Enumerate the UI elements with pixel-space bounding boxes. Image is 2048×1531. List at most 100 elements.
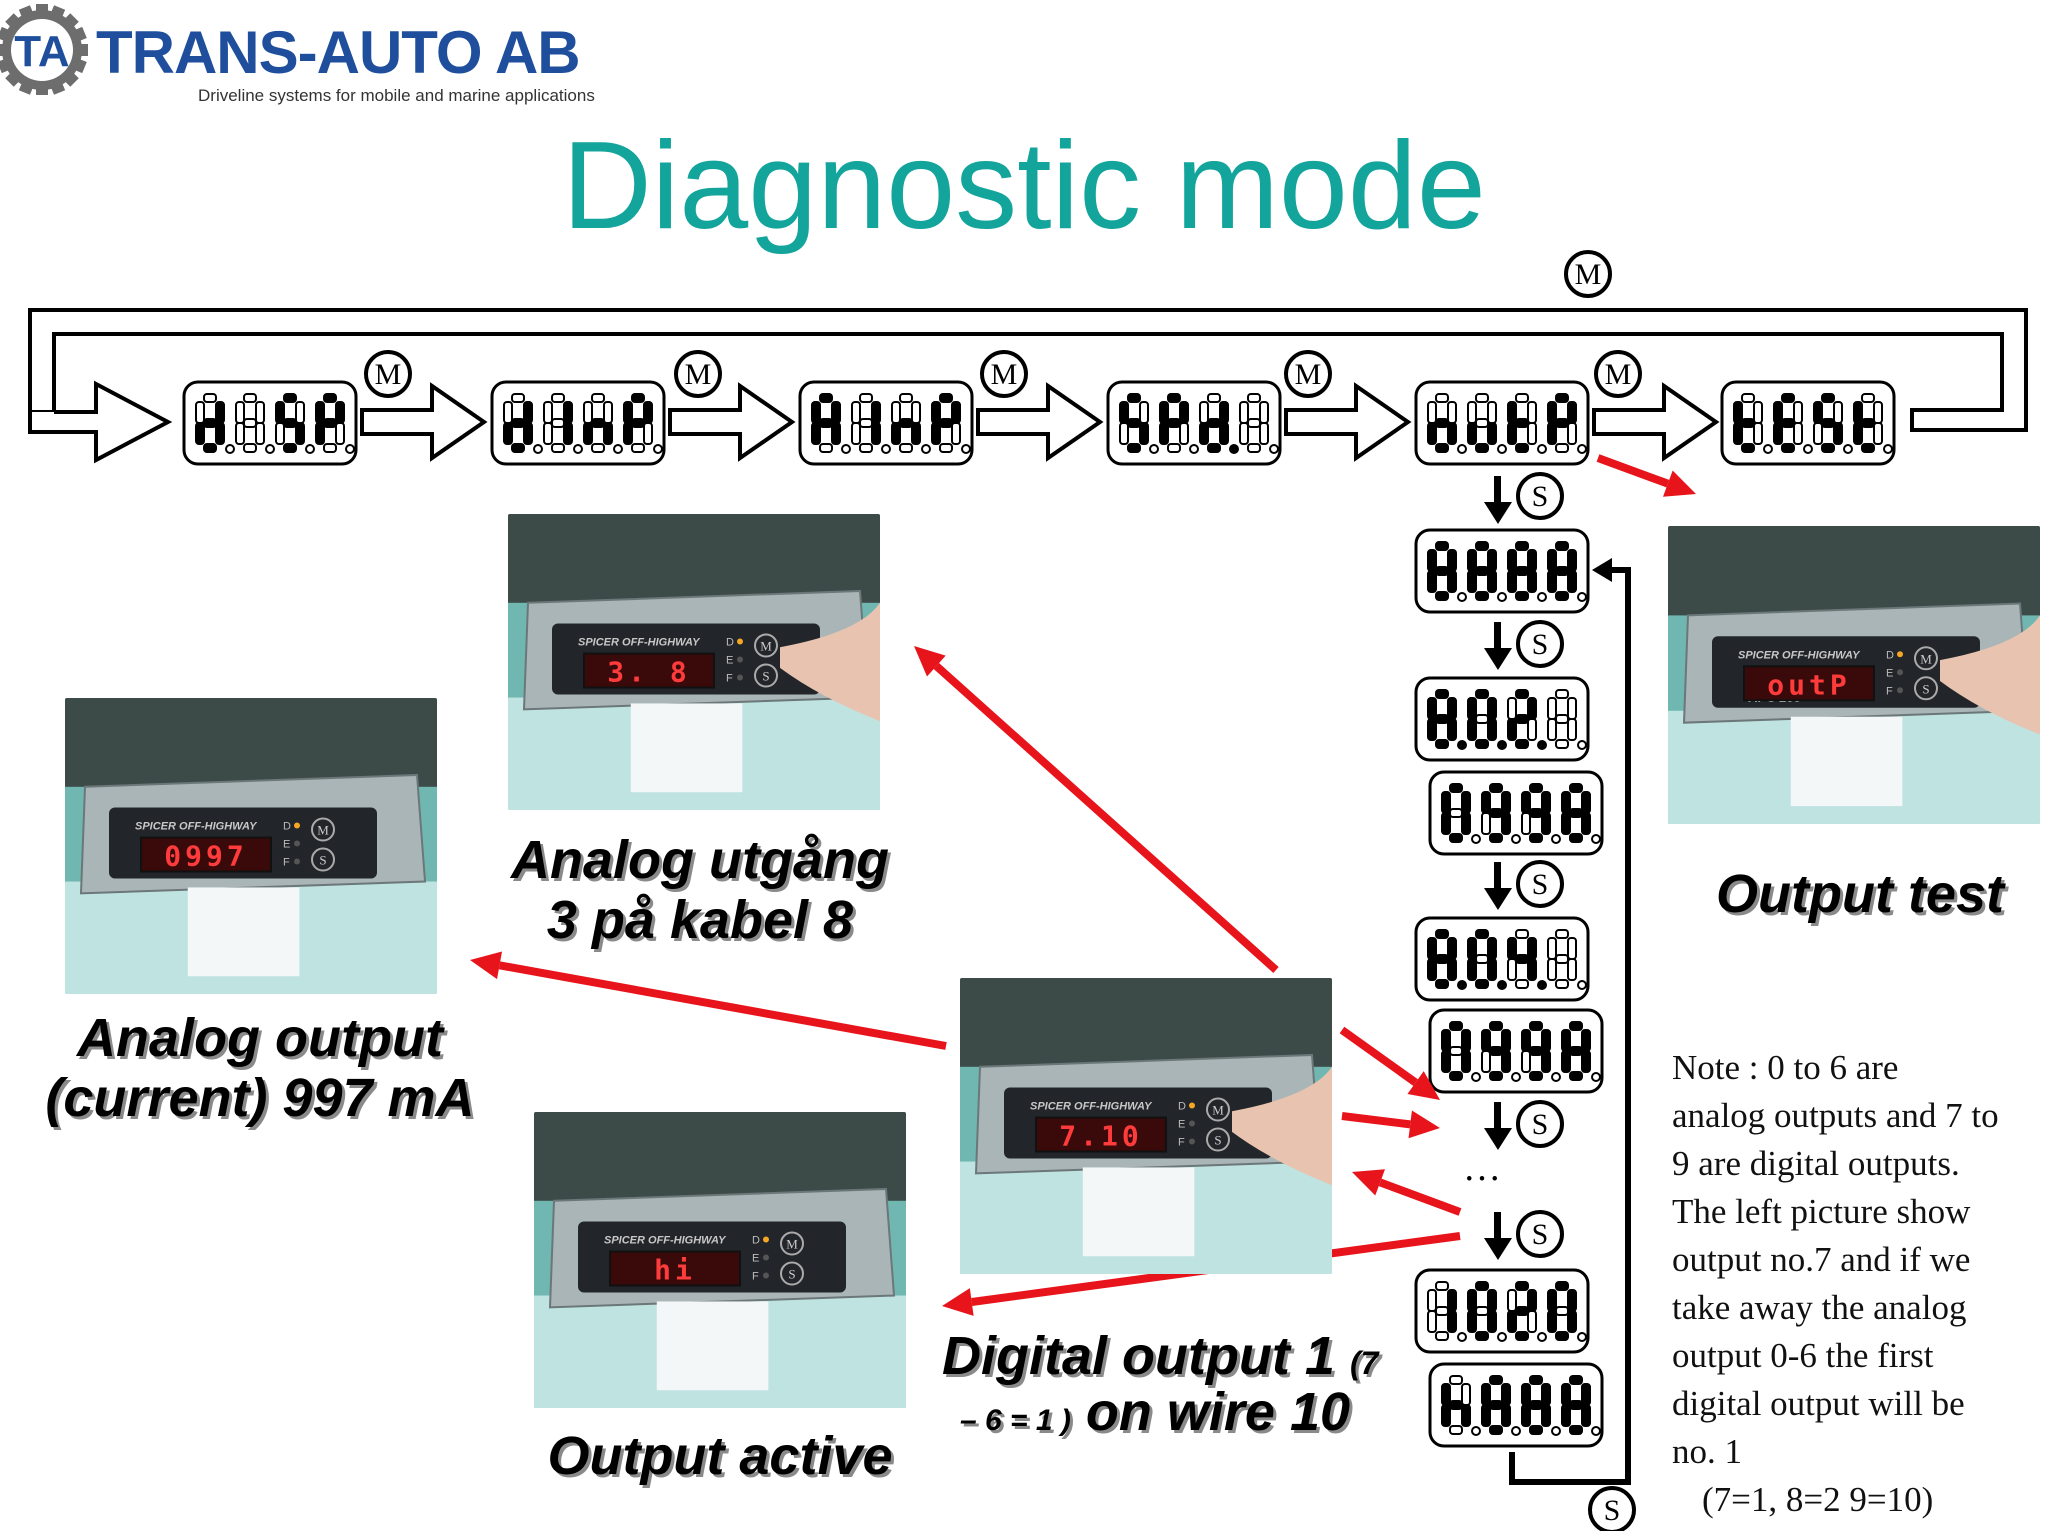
down-arrow [1484, 476, 1512, 524]
red-arrow [914, 646, 1279, 973]
finger [780, 602, 880, 722]
device-select-button: S [754, 663, 778, 688]
device-brand-label: SPICER OFF-HIGHWAY [604, 1235, 727, 1247]
svg-text:F: F [283, 857, 290, 869]
top-row-displays [182, 380, 1896, 466]
svg-text:D: D [1886, 649, 1894, 661]
mode-button-label: M [364, 350, 412, 398]
down-arrow [1484, 1102, 1512, 1150]
svg-text:M: M [1575, 258, 1602, 291]
flow-arrow [976, 382, 1104, 462]
note-line: output 0-6 the first [1672, 1336, 1934, 1375]
caption-line: Analog output [77, 1008, 443, 1068]
svg-text:S: S [788, 1267, 795, 1282]
svg-text:F: F [1886, 685, 1893, 697]
brand-tagline: Driveline systems for mobile and marine … [198, 86, 595, 105]
red-arrow [1339, 1026, 1440, 1100]
col-display-0 [1414, 528, 1590, 614]
red-arrow [470, 951, 947, 1050]
device-display-value: 3. 8 [607, 656, 690, 689]
note-line: output no.7 and if we [1672, 1240, 1971, 1279]
note-line: 9 are digital outputs. [1672, 1144, 1960, 1183]
caption-line: Digital output 1 [942, 1326, 1335, 1386]
svg-text:E: E [752, 1253, 759, 1265]
loop-entry-arrow [28, 380, 173, 464]
svg-text:S: S [1532, 480, 1549, 513]
caption-line: on wire 10 [1085, 1382, 1351, 1443]
photo-analog-output: SPICER OFF-HIGHWAYAPC 2000997DEFMS [65, 698, 437, 994]
svg-text:M: M [1212, 1103, 1224, 1118]
display-2 [798, 380, 974, 466]
apc-device: SPICER OFF-HIGHWAYAPC 200outPDEFMS [1668, 526, 2040, 824]
svg-text:M: M [685, 358, 712, 391]
caption-digital-output: Digital output 1 (7 – 6 = 1 ) on wire 10 [920, 1326, 1420, 1443]
mode-button-label: M [674, 350, 722, 398]
page-title: Diagnostic mode [562, 117, 1486, 255]
caption-output-active: Output active [547, 1426, 893, 1486]
col-display-4 [1428, 1008, 1604, 1094]
device-mode-button: M [780, 1231, 804, 1256]
note-line: no. 1 [1672, 1432, 1742, 1471]
device-brand-label: SPICER OFF-HIGHWAY [1738, 649, 1861, 661]
svg-text:E: E [1178, 1119, 1185, 1131]
select-button-label: S [1516, 472, 1564, 520]
display-3 [1106, 380, 1282, 466]
apc-device: SPICER OFF-HIGHWAYAPC 2000997DEFMS [65, 698, 437, 994]
device-select-button: S [311, 847, 335, 872]
svg-text:S: S [1532, 868, 1549, 901]
svg-text:S: S [1214, 1133, 1221, 1148]
gear-logo-icon: TA [0, 4, 88, 95]
note-line: take away the analog [1672, 1288, 1967, 1327]
down-arrow [1484, 622, 1512, 670]
svg-text:M: M [317, 823, 329, 838]
caption-output-test: Output test [1716, 864, 2004, 924]
mode-button-label: M [980, 350, 1028, 398]
photo-output-active: SPICER OFF-HIGHWAYAPC 200hiDEFMS [534, 1112, 906, 1408]
svg-text:D: D [752, 1235, 760, 1247]
svg-text:M: M [375, 358, 402, 391]
device-select-button: S [780, 1261, 804, 1286]
svg-text:M: M [991, 358, 1018, 391]
svg-text:F: F [752, 1271, 759, 1283]
output-column-displays [1414, 528, 1604, 1448]
display-4 [1414, 380, 1590, 466]
select-button-label: S [1516, 1210, 1564, 1258]
note-text: Note : 0 to 6 are analog outputs and 7 t… [1672, 1044, 2048, 1524]
caption-analog-utgang: Analog utgång 3 på kabel 8 [470, 830, 930, 951]
flow-arrow [1592, 382, 1720, 462]
device-mode-button: M [754, 633, 778, 658]
note-line: digital output will be [1672, 1384, 1965, 1423]
device-select-button: S [1914, 676, 1938, 701]
svg-text:E: E [726, 655, 733, 667]
display-5 [1720, 380, 1896, 466]
select-button-label: S [1516, 860, 1564, 908]
svg-text:M: M [760, 639, 772, 654]
svg-text:M: M [1920, 651, 1932, 666]
display-0 [182, 380, 358, 466]
svg-text:F: F [726, 673, 733, 685]
device-mode-button: M [1206, 1097, 1230, 1122]
svg-text:E: E [1886, 667, 1893, 679]
device-display-value: hi [654, 1254, 696, 1287]
note-line: (7=1, 8=2 9=10) [1702, 1480, 1934, 1519]
red-arrow [1596, 454, 1696, 497]
select-button-label: S [1516, 1100, 1564, 1148]
return-arrowhead [1592, 558, 1612, 582]
caption-line: 3 på kabel 8 [546, 890, 854, 951]
flow-arrow [1284, 382, 1412, 462]
device-mode-button: M [1914, 646, 1938, 671]
device-mode-button: M [311, 817, 335, 842]
note-line: analog outputs and 7 to [1672, 1096, 1999, 1135]
mode-button-label: M [1594, 350, 1642, 398]
svg-text:D: D [726, 637, 734, 649]
col-display-1 [1414, 676, 1590, 762]
col-display-5 [1414, 1268, 1590, 1354]
device-display-value: 0997 [164, 840, 247, 873]
red-arrow [1352, 1169, 1462, 1216]
col-display-2 [1428, 770, 1604, 856]
note-line: Note : 0 to 6 are [1672, 1048, 1899, 1087]
